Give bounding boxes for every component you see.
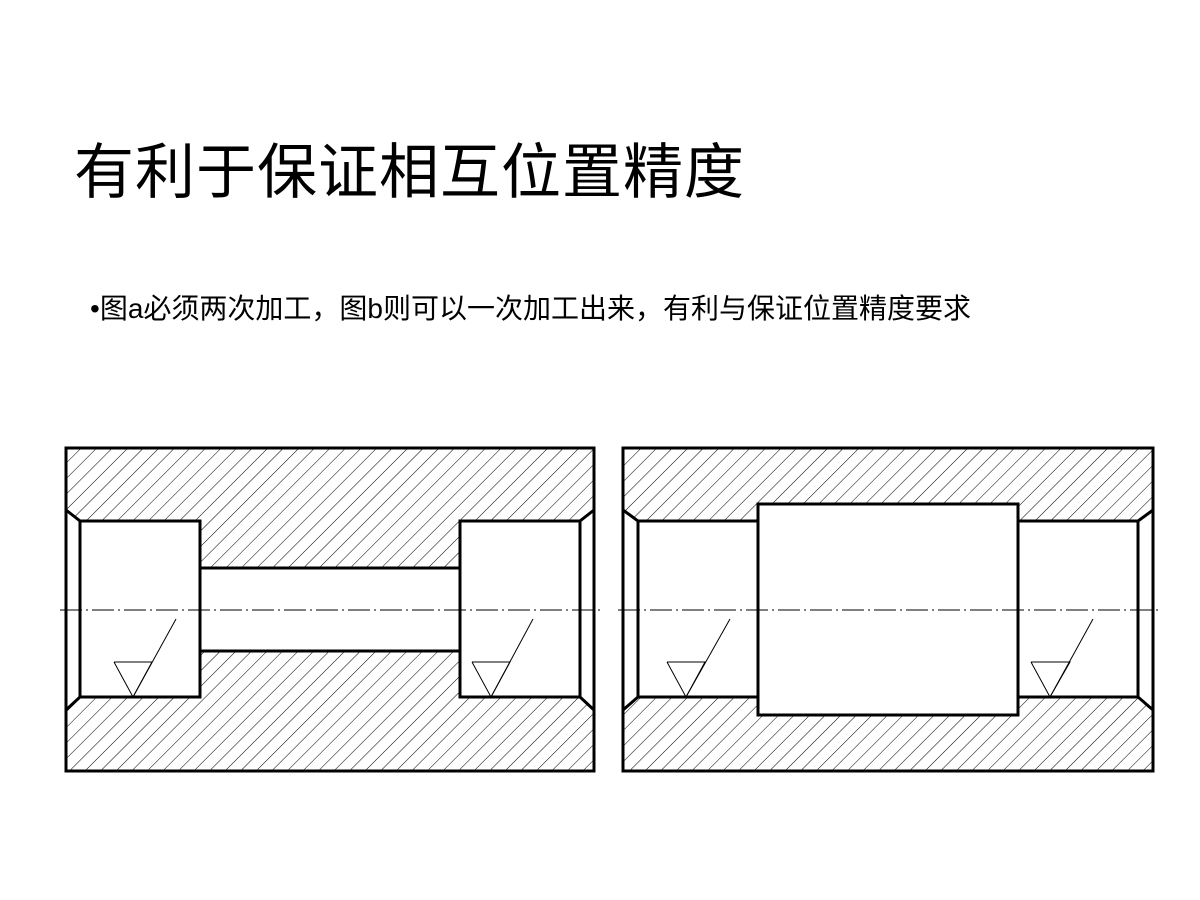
figure-a-section-drawing xyxy=(60,446,602,773)
left-chamfer xyxy=(622,508,640,712)
right-bore xyxy=(458,519,580,699)
left-chamfer xyxy=(64,508,82,712)
slide-title: 有利于保证相互位置精度 xyxy=(74,138,745,208)
surface-finish-leader xyxy=(685,618,731,698)
surface-finish-leader xyxy=(1049,618,1094,698)
bullet-text: 图a必须两次加工，图b则可以一次加工出来，有利与保证位置精度要求 xyxy=(99,293,971,324)
right-chamfer xyxy=(578,508,596,712)
surface-finish-leader xyxy=(132,618,177,698)
figure-b-section-drawing xyxy=(618,446,1160,773)
right-chamfer xyxy=(1136,508,1154,712)
bullet-point: •图a必须两次加工，图b则可以一次加工出来，有利与保证位置精度要求 xyxy=(90,287,971,327)
surface-finish-leader xyxy=(490,618,534,698)
left-bore xyxy=(80,519,202,699)
bullet-marker: • xyxy=(90,293,100,324)
